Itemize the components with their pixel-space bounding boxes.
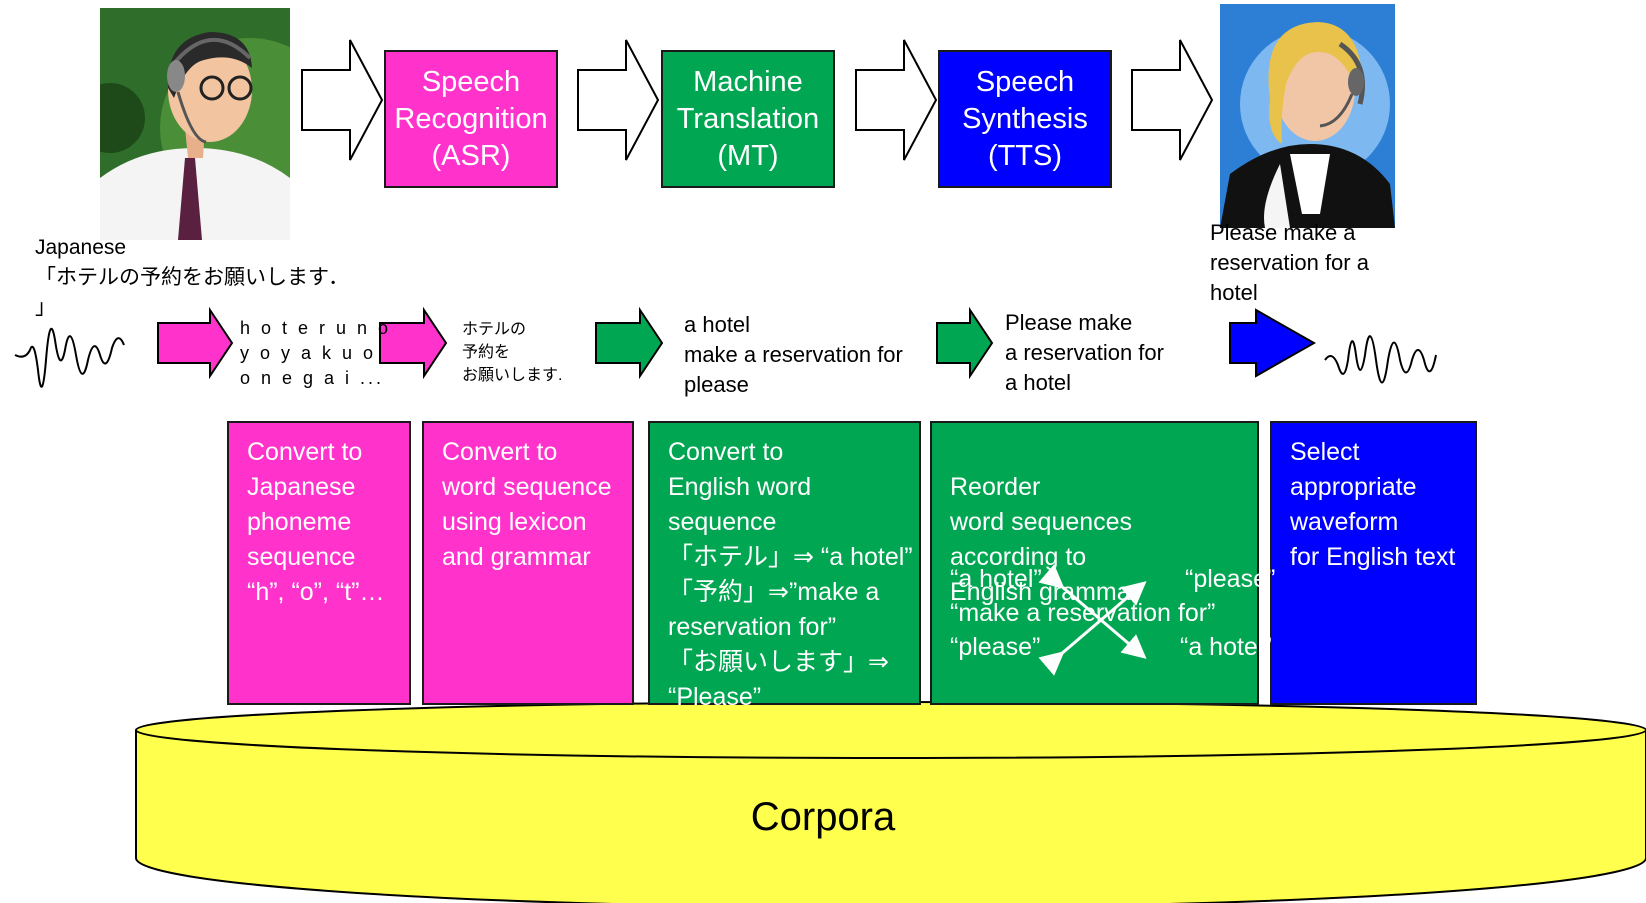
output-english-label: Please make a reservation for a hotel <box>1210 220 1369 305</box>
input-japanese-label: Japanese 「ホテルの予約をお願いします． 」 <box>35 236 350 319</box>
arrow-top-2 <box>577 39 660 161</box>
reorder-left-3: “please” <box>950 633 1041 661</box>
input-waveform-icon <box>14 327 125 388</box>
flow-arrows-bottom <box>157 306 1317 380</box>
panel-asr-word: Convert to word sequence using lexicon a… <box>422 421 634 705</box>
corpora-label: Corpora <box>750 795 896 839</box>
arrow-mt-2 <box>936 306 994 380</box>
arrow-mt-1 <box>595 306 664 380</box>
arrow-asr-1 <box>157 306 234 380</box>
flow-arrows-top <box>301 39 1214 161</box>
panel-asr-phoneme: Convert to Japanese phoneme sequence “h”… <box>227 421 411 705</box>
output-waveform-icon <box>1324 335 1437 384</box>
reorder-right-1: “please” <box>1185 565 1276 593</box>
panel-mt-translate: Convert to English word sequence 「ホテル」⇒ … <box>648 421 921 711</box>
japanese-words-text: ホテルの 予約を お願いします. <box>462 321 563 384</box>
male-operator-headset-icon <box>100 8 290 240</box>
panel-tts-waveform: Select appropriate waveform for English … <box>1270 421 1477 705</box>
arrow-top-4 <box>1131 39 1214 161</box>
module-tts: Speech Synthesis (TTS) <box>938 50 1112 188</box>
arrow-tts <box>1229 308 1317 378</box>
reorder-right-2: “a hotel” <box>1180 633 1272 661</box>
reordered-words-text: Please make a reservation for a hotel <box>1005 310 1164 395</box>
female-operator-headset-icon <box>1220 4 1395 228</box>
module-asr: Speech Recognition (ASR) <box>384 50 558 188</box>
phoneme-sequence-text: h o t e r u n o y o y a k u o o n e g a … <box>240 318 392 388</box>
arrow-asr-2 <box>379 306 448 380</box>
english-words-text: a hotel make a reservation for please <box>684 312 903 397</box>
arrow-top-3 <box>855 39 938 161</box>
reorder-left-1: “a hotel” <box>950 565 1042 593</box>
module-mt: Machine Translation (MT) <box>661 50 835 188</box>
arrow-top-1 <box>301 39 384 161</box>
